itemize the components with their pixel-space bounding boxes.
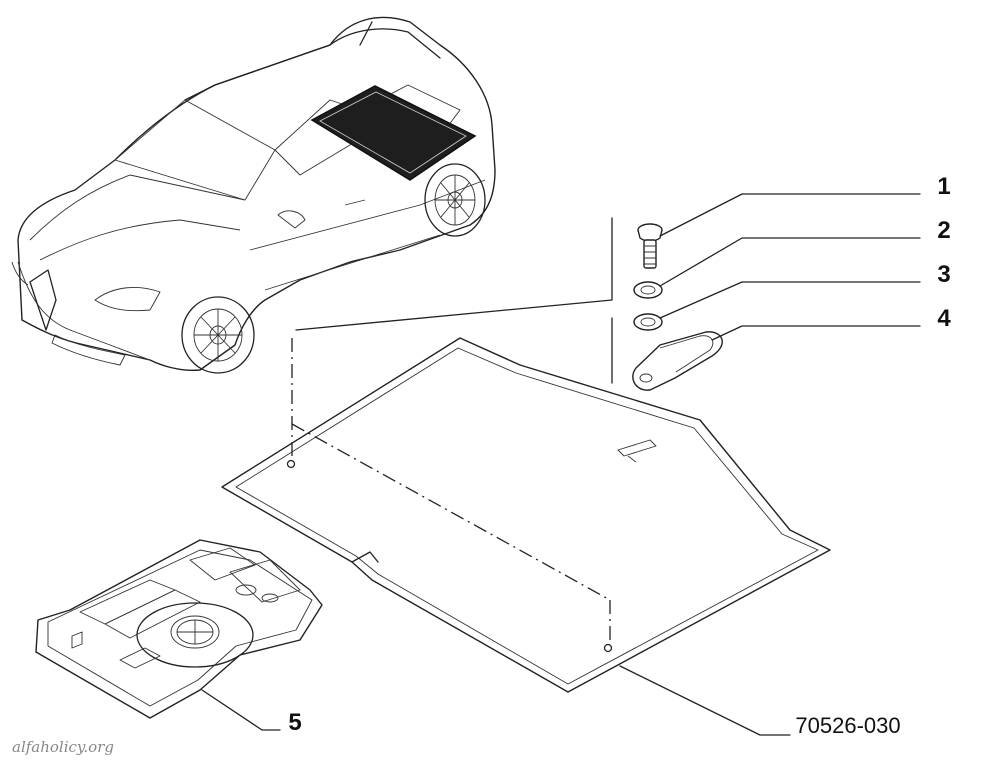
part-3-washer	[633, 313, 663, 331]
callout-5: 5	[288, 709, 301, 736]
watermark: alfaholicy.org	[12, 738, 114, 756]
part-1-bolt	[637, 223, 663, 269]
part-2-washer	[633, 281, 663, 299]
part-4-plate	[632, 331, 723, 391]
leader-5	[201, 689, 281, 731]
assembly-line-diagonal	[291, 423, 611, 601]
part-5-tool-tray	[35, 539, 323, 719]
callout-1: 1	[937, 173, 950, 200]
trunk-mat	[221, 337, 831, 693]
leader-part-number	[619, 665, 791, 736]
part-number: 70526-030	[795, 713, 900, 738]
callout-3: 3	[937, 261, 950, 288]
car-illustration	[11, 16, 496, 374]
callout-4: 4	[937, 305, 951, 332]
fastener-parts	[295, 193, 921, 391]
callout-2: 2	[937, 217, 950, 244]
